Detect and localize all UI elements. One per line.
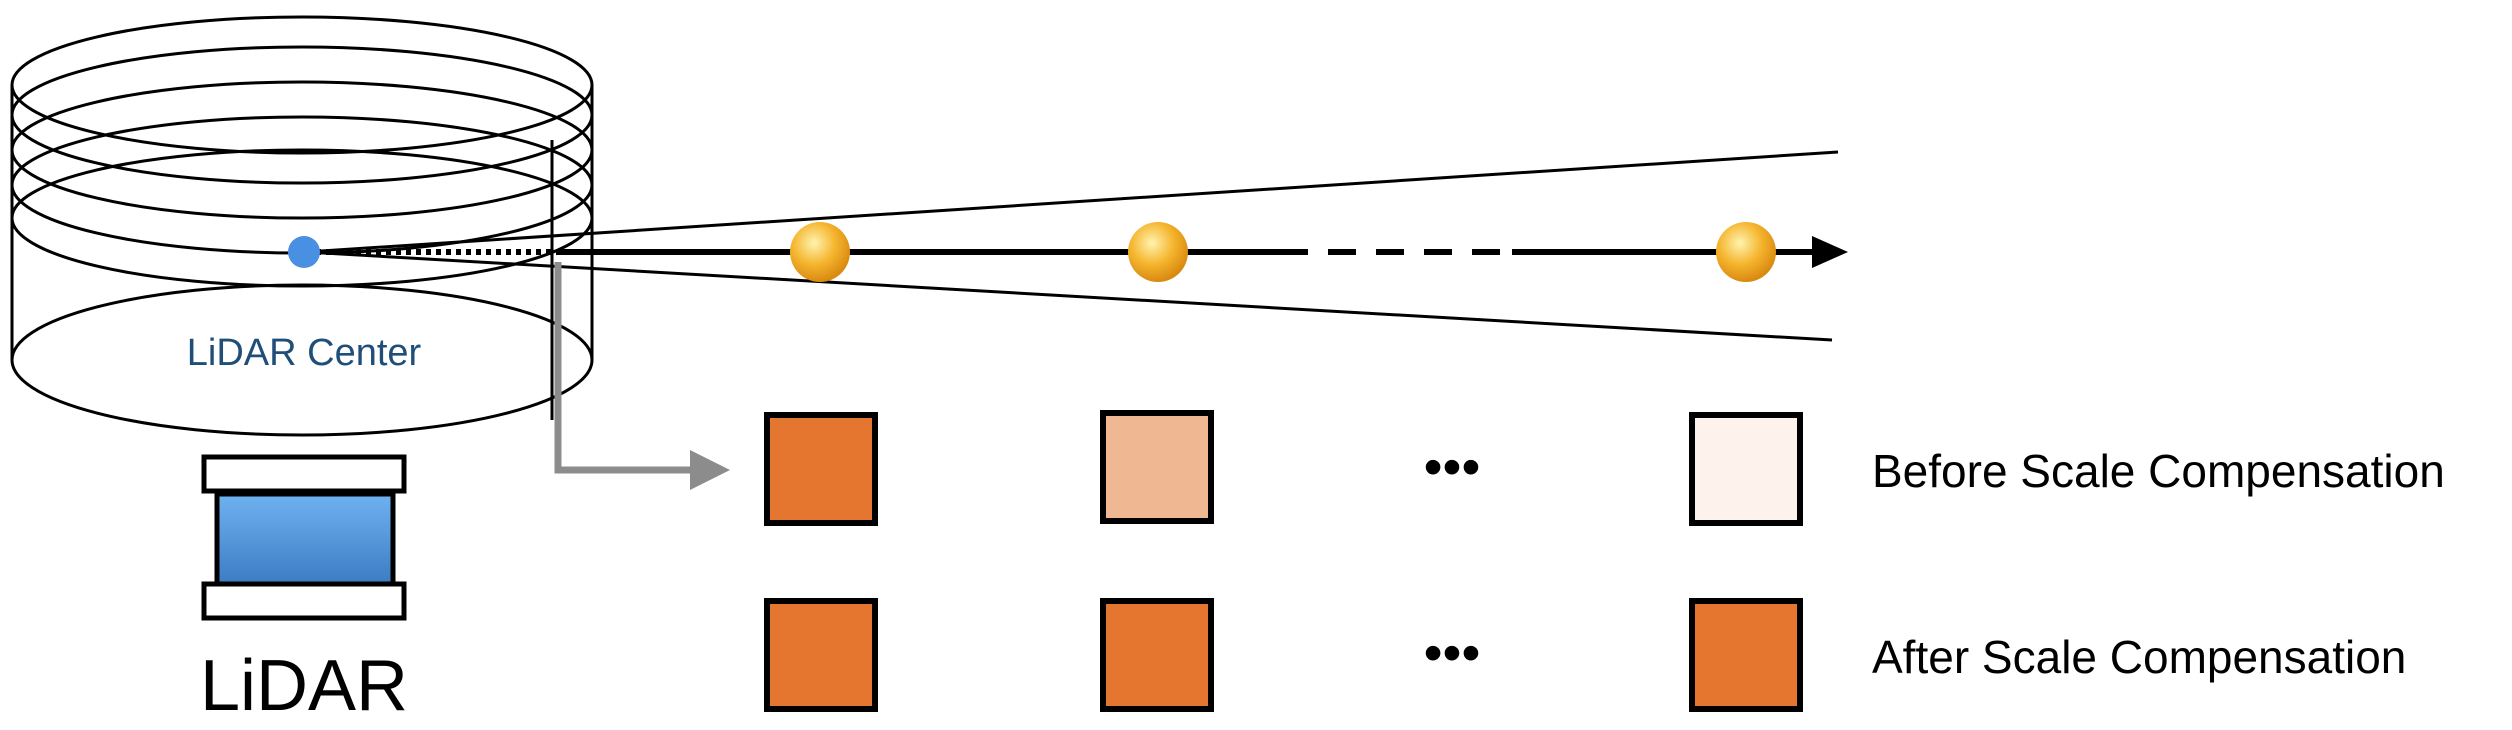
after-square-1: [764, 598, 878, 712]
after-square-3: [1689, 598, 1803, 712]
before-square-1: [764, 412, 878, 526]
before-square-3: [1689, 412, 1803, 526]
sphere-icon: [790, 222, 850, 282]
lidar-label: LiDAR: [200, 646, 408, 726]
before-ellipsis: •••: [1424, 437, 1481, 497]
after-row: [764, 598, 1803, 712]
before-row: [764, 410, 1803, 526]
after-row-label: After Scale Compensation: [1872, 631, 2406, 683]
sphere-icon: [1716, 222, 1776, 282]
ray-arrowhead: [1812, 236, 1848, 268]
before-square-2: [1100, 410, 1214, 524]
before-row-label: Before Scale Compensation: [1872, 445, 2445, 497]
sphere-icon: [1128, 222, 1188, 282]
lidar-center-label: LiDAR Center: [187, 332, 422, 374]
after-square-2: [1100, 598, 1214, 712]
gray-connector-arrow: [554, 262, 730, 490]
lidar-center-point: [288, 236, 320, 268]
frustum-lines: [305, 150, 1839, 342]
after-ellipsis: •••: [1424, 623, 1481, 683]
lidar-sensor-icon: [201, 454, 407, 621]
